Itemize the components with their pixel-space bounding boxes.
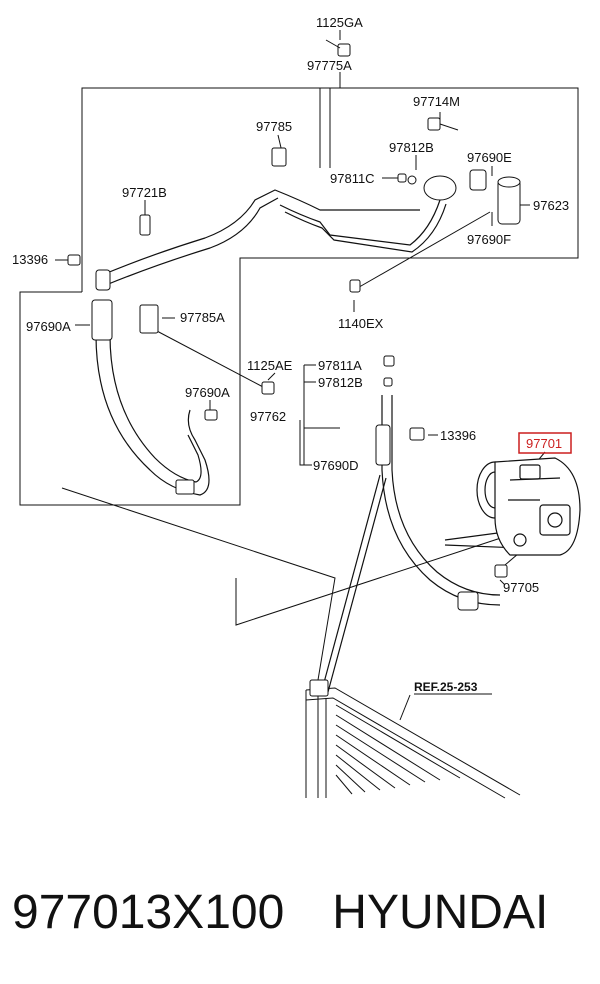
frame-lines — [19, 87, 579, 681]
label-97690A-mid: 97690A — [185, 385, 230, 400]
label-97690E: 97690E — [467, 150, 512, 165]
label-97623: 97623 — [533, 198, 569, 213]
highlight-box-97701 — [518, 432, 572, 454]
condenser-illustration — [305, 679, 521, 799]
part-number: 977013X100 — [12, 885, 285, 939]
label-97811A: 97811A — [318, 358, 362, 373]
label-1125GA: 1125GA — [316, 15, 363, 30]
label-97775A-top: 97775A — [307, 58, 352, 73]
label-97690D: 97690D — [313, 458, 359, 473]
label-97690A-left: 97690A — [26, 319, 71, 334]
part-caption: 977013X100 HYUNDAI — [12, 872, 592, 952]
label-97812B-mid: 97812B — [318, 375, 363, 390]
label-97785A: 97785A — [180, 310, 225, 325]
label-13396-right: 13396 — [440, 428, 476, 443]
label-97705: 97705 — [503, 580, 539, 595]
parts-diagram: 1125GA 97775A 97714M 97785 97812B 97690E… — [12, 15, 581, 799]
label-97811C: 97811C — [330, 171, 375, 186]
label-97714M: 97714M — [413, 94, 460, 109]
part-labels: 1125GA 97775A 97714M 97785 97812B 97690E… — [12, 15, 572, 695]
label-97762: 97762 — [250, 409, 286, 424]
label-97812B-top: 97812B — [389, 140, 434, 155]
fittings — [67, 39, 526, 611]
compressor-illustration — [476, 457, 581, 556]
label-1125AE: 1125AE — [247, 358, 293, 373]
label-1140EX: 1140EX — [338, 316, 384, 331]
label-97690F: 97690F — [467, 232, 511, 247]
label-97701: 97701 — [526, 436, 562, 451]
leader-lines — [55, 30, 546, 721]
brand-name: HYUNDAI — [332, 885, 549, 939]
label-ref-25-253: REF.25-253 — [414, 680, 478, 694]
label-97785: 97785 — [256, 119, 292, 134]
label-13396-left: 13396 — [12, 252, 48, 267]
label-97721B: 97721B — [122, 185, 167, 200]
